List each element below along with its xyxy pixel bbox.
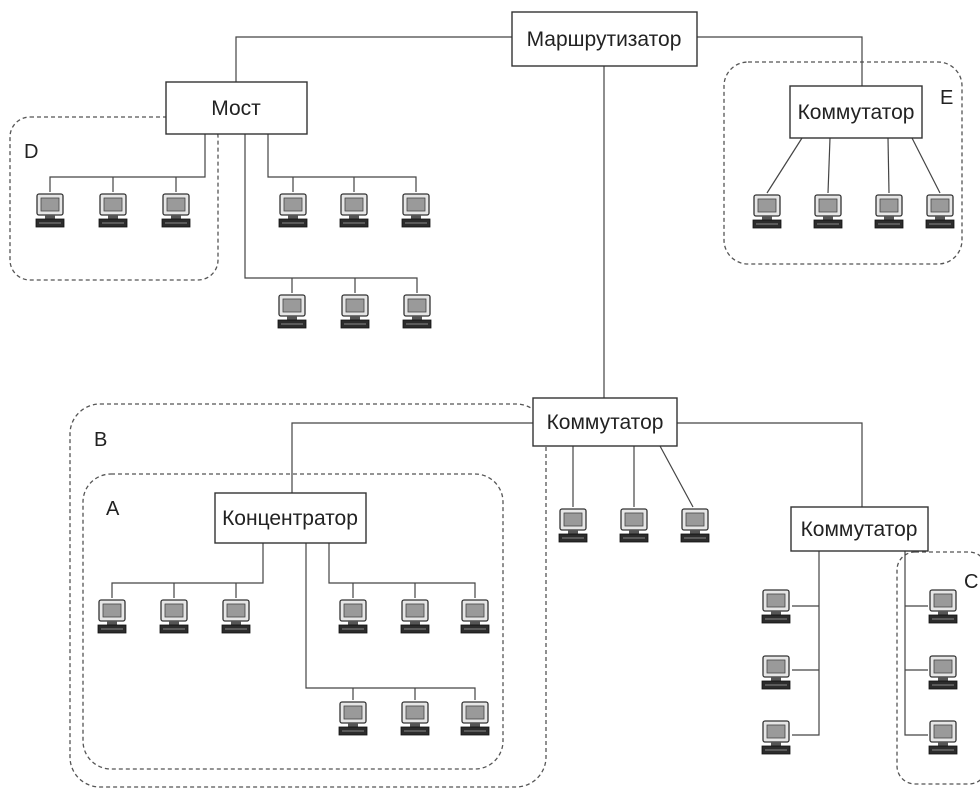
computer-icon [813, 194, 843, 229]
bridge-label: Мост [211, 97, 261, 120]
zone-d-label: D [24, 141, 38, 163]
computer-icon [221, 599, 251, 634]
computer-icon [338, 701, 368, 736]
computer-icon [277, 294, 307, 329]
zone-a-label: A [106, 498, 120, 520]
computer-icon [98, 193, 128, 228]
main-switch-box: Коммутатор [532, 397, 678, 447]
computer-icon [278, 193, 308, 228]
computer-icon [752, 194, 782, 229]
router-box: Маршрутизатор [511, 11, 698, 67]
computer-icon [97, 599, 127, 634]
computer-icon [460, 701, 490, 736]
computer-icon [460, 599, 490, 634]
computer-icon [159, 599, 189, 634]
zone-b-label: B [94, 429, 107, 451]
computer-icon [925, 194, 955, 229]
computer-icon [338, 599, 368, 634]
switch-e-box: Коммутатор [789, 85, 923, 139]
computer-icon [339, 193, 369, 228]
switch-c-box: Коммутатор [790, 506, 929, 552]
computer-icon [761, 589, 791, 624]
computer-icon [400, 701, 430, 736]
zone-e-boundary [723, 61, 963, 265]
hub-box: Концентратор [214, 492, 367, 544]
computer-icon [761, 655, 791, 690]
zone-e-label: E [940, 87, 953, 109]
zone-d-boundary [9, 116, 219, 281]
router-label: Маршрутизатор [527, 28, 682, 51]
hub-label: Концентратор [222, 507, 358, 530]
computer-icon [161, 193, 191, 228]
connection-lines [49, 36, 941, 736]
computer-icon [400, 599, 430, 634]
computer-icon [340, 294, 370, 329]
computer-icon [558, 508, 588, 543]
zone-c-label: C [964, 571, 978, 593]
computer-icon [874, 194, 904, 229]
computer-icon [402, 294, 432, 329]
computer-icon [680, 508, 710, 543]
zone-b-boundary [69, 403, 547, 788]
zone-a-boundary [82, 473, 504, 770]
switch-e-label: Коммутатор [798, 101, 915, 124]
computer-icon [619, 508, 649, 543]
computer-icon [928, 589, 958, 624]
computer-icon [928, 720, 958, 755]
main-switch-label: Коммутатор [547, 411, 664, 434]
computer-icon [401, 193, 431, 228]
computer-icon [35, 193, 65, 228]
zone-c-boundary [896, 551, 980, 785]
switch-c-label: Коммутатор [801, 518, 918, 541]
computer-icon [761, 720, 791, 755]
computer-icon [928, 655, 958, 690]
bridge-box: Мост [165, 81, 308, 135]
